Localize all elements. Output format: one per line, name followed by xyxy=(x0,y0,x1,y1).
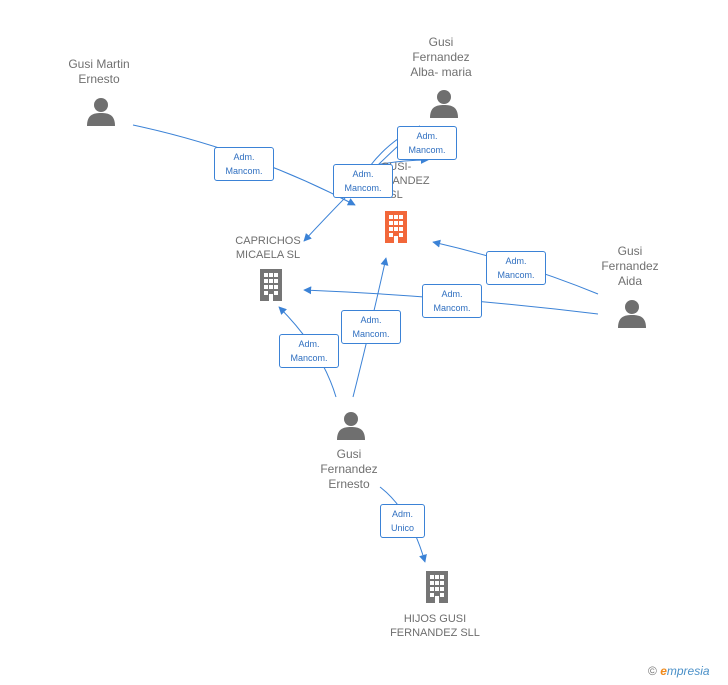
relation-label[interactable]: Adm.Mancom. xyxy=(341,310,401,344)
building-icon[interactable] xyxy=(421,569,453,605)
relation-label[interactable]: Adm.Mancom. xyxy=(486,251,546,285)
person-icon[interactable] xyxy=(429,88,459,118)
building-icon[interactable] xyxy=(380,209,412,245)
person-icon[interactable] xyxy=(86,96,116,126)
relation-label[interactable]: Adm.Unico xyxy=(380,504,425,538)
person-icon[interactable] xyxy=(336,410,366,440)
brand-logo: © empresia xyxy=(648,664,710,678)
relation-label[interactable]: Adm.Mancom. xyxy=(279,334,339,368)
relation-label[interactable]: Adm.Mancom. xyxy=(214,147,274,181)
relation-label[interactable]: Adm.Mancom. xyxy=(422,284,482,318)
relation-label[interactable]: Adm.Mancom. xyxy=(397,126,457,160)
relation-label[interactable]: Adm.Mancom. xyxy=(333,164,393,198)
building-icon[interactable] xyxy=(255,267,287,303)
person-icon[interactable] xyxy=(617,298,647,328)
